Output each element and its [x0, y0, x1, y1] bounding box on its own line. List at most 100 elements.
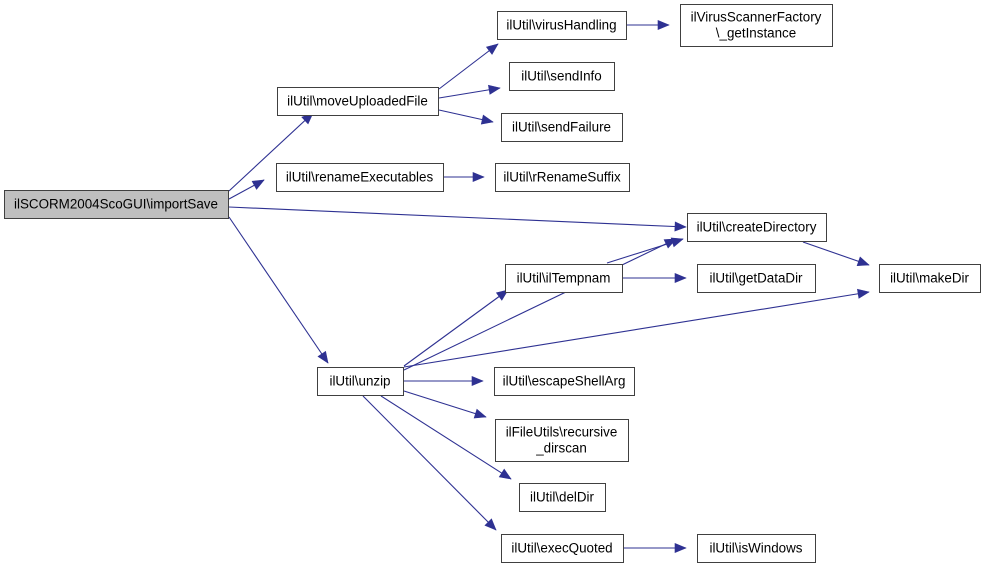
node-sendFailure[interactable]: ilUtil\sendFailure: [501, 113, 623, 142]
edge-unzip-to-escapeShellArg: [404, 375, 484, 387]
edge-line: [362, 395, 497, 531]
edge-renameExecutables-to-rRenameSuffix: [444, 171, 485, 183]
node-label: ilUtil\isWindows: [709, 541, 802, 556]
node-delDir[interactable]: ilUtil\delDir: [519, 483, 606, 512]
edge-ilTempnam-to-getDataDir: [623, 272, 687, 284]
node-box[interactable]: [495, 419, 629, 462]
arrowhead-icon: [674, 221, 687, 232]
node-ilTempnam[interactable]: ilUtil\ilTempnam: [505, 264, 623, 293]
arrowhead-icon: [485, 43, 499, 55]
node-moveUploadedFile[interactable]: ilUtil\moveUploadedFile: [277, 87, 439, 116]
edge-line: [403, 291, 870, 368]
node-makeDir[interactable]: ilUtil\makeDir: [879, 264, 981, 293]
edge-unzip-to-delDir: [380, 395, 512, 480]
node-label: ilUtil\makeDir: [890, 271, 969, 286]
edge-unzip-to-createDirectory: [403, 238, 677, 371]
arrowhead-icon: [251, 179, 265, 190]
edge-line: [403, 238, 677, 371]
node-label: ilUtil\ilTempnam: [517, 271, 611, 286]
node-box[interactable]: [494, 367, 635, 396]
edge-unzip-to-execQuoted: [362, 395, 497, 531]
node-escapeShellArg[interactable]: ilUtil\escapeShellArg: [494, 367, 635, 396]
node-box[interactable]: [505, 264, 623, 293]
node-execQuoted[interactable]: ilUtil\execQuoted: [501, 534, 624, 563]
edge-line: [403, 289, 509, 367]
node-label: \_getInstance: [716, 26, 796, 41]
edge-moveUploadedFile-to-virusHandling: [438, 43, 499, 90]
arrowhead-icon: [856, 256, 870, 267]
node-box[interactable]: [501, 534, 624, 563]
node-label: ilUtil\sendInfo: [521, 69, 601, 84]
edge-execQuoted-to-isWindows: [624, 542, 687, 554]
edge-line: [380, 395, 512, 480]
arrowhead-icon: [471, 375, 484, 387]
node-label: ilUtil\unzip: [329, 374, 390, 389]
arrowhead-icon: [488, 84, 501, 95]
node-label: ilVirusScannerFactory: [691, 10, 822, 25]
edge-moveUploadedFile-to-sendFailure: [438, 109, 494, 125]
node-box[interactable]: [277, 87, 439, 116]
edge-line: [403, 390, 487, 418]
edge-line: [228, 112, 314, 192]
arrowhead-icon: [657, 19, 670, 31]
node-recursiveDirscan[interactable]: ilFileUtils\recursive_dirscan: [495, 419, 629, 462]
node-importSave[interactable]: ilSCORM2004ScoGUI\importSave: [4, 190, 229, 219]
node-box[interactable]: [276, 163, 444, 192]
node-box[interactable]: [697, 534, 816, 563]
node-label: ilUtil\renameExecutables: [286, 170, 434, 185]
node-label: ilUtil\virusHandling: [506, 18, 616, 33]
node-renameExecutables[interactable]: ilUtil\renameExecutables: [276, 163, 444, 192]
arrowhead-icon: [472, 171, 485, 183]
node-getDataDir[interactable]: ilUtil\getDataDir: [697, 264, 816, 293]
arrowhead-icon: [674, 542, 687, 554]
node-label: ilUtil\createDirectory: [697, 220, 817, 235]
node-label: ilUtil\getDataDir: [709, 271, 803, 286]
node-label: ilUtil\execQuoted: [511, 541, 612, 556]
arrowhead-icon: [480, 114, 494, 125]
node-box[interactable]: [501, 113, 623, 142]
node-label: ilSCORM2004ScoGUI\importSave: [14, 197, 218, 212]
node-box[interactable]: [4, 190, 229, 219]
node-createDirectory[interactable]: ilUtil\createDirectory: [687, 213, 827, 242]
edge-importSave-to-unzip: [228, 216, 329, 364]
arrowhead-icon: [498, 468, 512, 480]
node-virusScanner[interactable]: ilVirusScannerFactory\_getInstance: [680, 4, 833, 47]
node-box[interactable]: [697, 264, 816, 293]
edge-virusHandling-to-virusScanner: [627, 19, 670, 31]
edge-line: [438, 43, 499, 90]
node-box[interactable]: [879, 264, 981, 293]
edge-line: [228, 206, 687, 228]
edge-moveUploadedFile-to-sendInfo: [438, 84, 501, 99]
node-box[interactable]: [495, 163, 630, 192]
node-label: ilUtil\delDir: [530, 490, 595, 505]
arrowhead-icon: [663, 238, 677, 249]
node-box[interactable]: [680, 4, 833, 47]
nodes-layer: ilSCORM2004ScoGUI\importSave ilUtil\moveU…: [4, 4, 981, 563]
edge-importSave-to-renameExecutables: [228, 179, 265, 200]
edge-unzip-to-makeDir: [403, 288, 870, 368]
node-label: ilUtil\sendFailure: [512, 120, 611, 135]
node-label: ilUtil\rRenameSuffix: [503, 170, 621, 185]
edge-importSave-to-createDirectory: [228, 206, 687, 232]
node-box[interactable]: [687, 213, 827, 242]
node-box[interactable]: [509, 62, 615, 91]
arrowhead-icon: [484, 518, 497, 531]
node-box[interactable]: [497, 11, 627, 40]
arrowhead-icon: [473, 408, 487, 419]
node-box[interactable]: [317, 367, 404, 396]
node-unzip[interactable]: ilUtil\unzip: [317, 367, 404, 396]
edge-unzip-to-recursiveDirscan: [403, 390, 487, 419]
node-rRenameSuffix[interactable]: ilUtil\rRenameSuffix: [495, 163, 630, 192]
edge-line: [802, 241, 870, 266]
node-isWindows[interactable]: ilUtil\isWindows: [697, 534, 816, 563]
edge-line: [228, 216, 329, 364]
arrowhead-icon: [674, 272, 687, 284]
arrowhead-icon: [317, 350, 329, 364]
node-virusHandling[interactable]: ilUtil\virusHandling: [497, 11, 627, 40]
arrowhead-icon: [857, 288, 870, 299]
node-label: ilUtil\escapeShellArg: [503, 374, 626, 389]
node-sendInfo[interactable]: ilUtil\sendInfo: [509, 62, 615, 91]
node-box[interactable]: [519, 483, 606, 512]
